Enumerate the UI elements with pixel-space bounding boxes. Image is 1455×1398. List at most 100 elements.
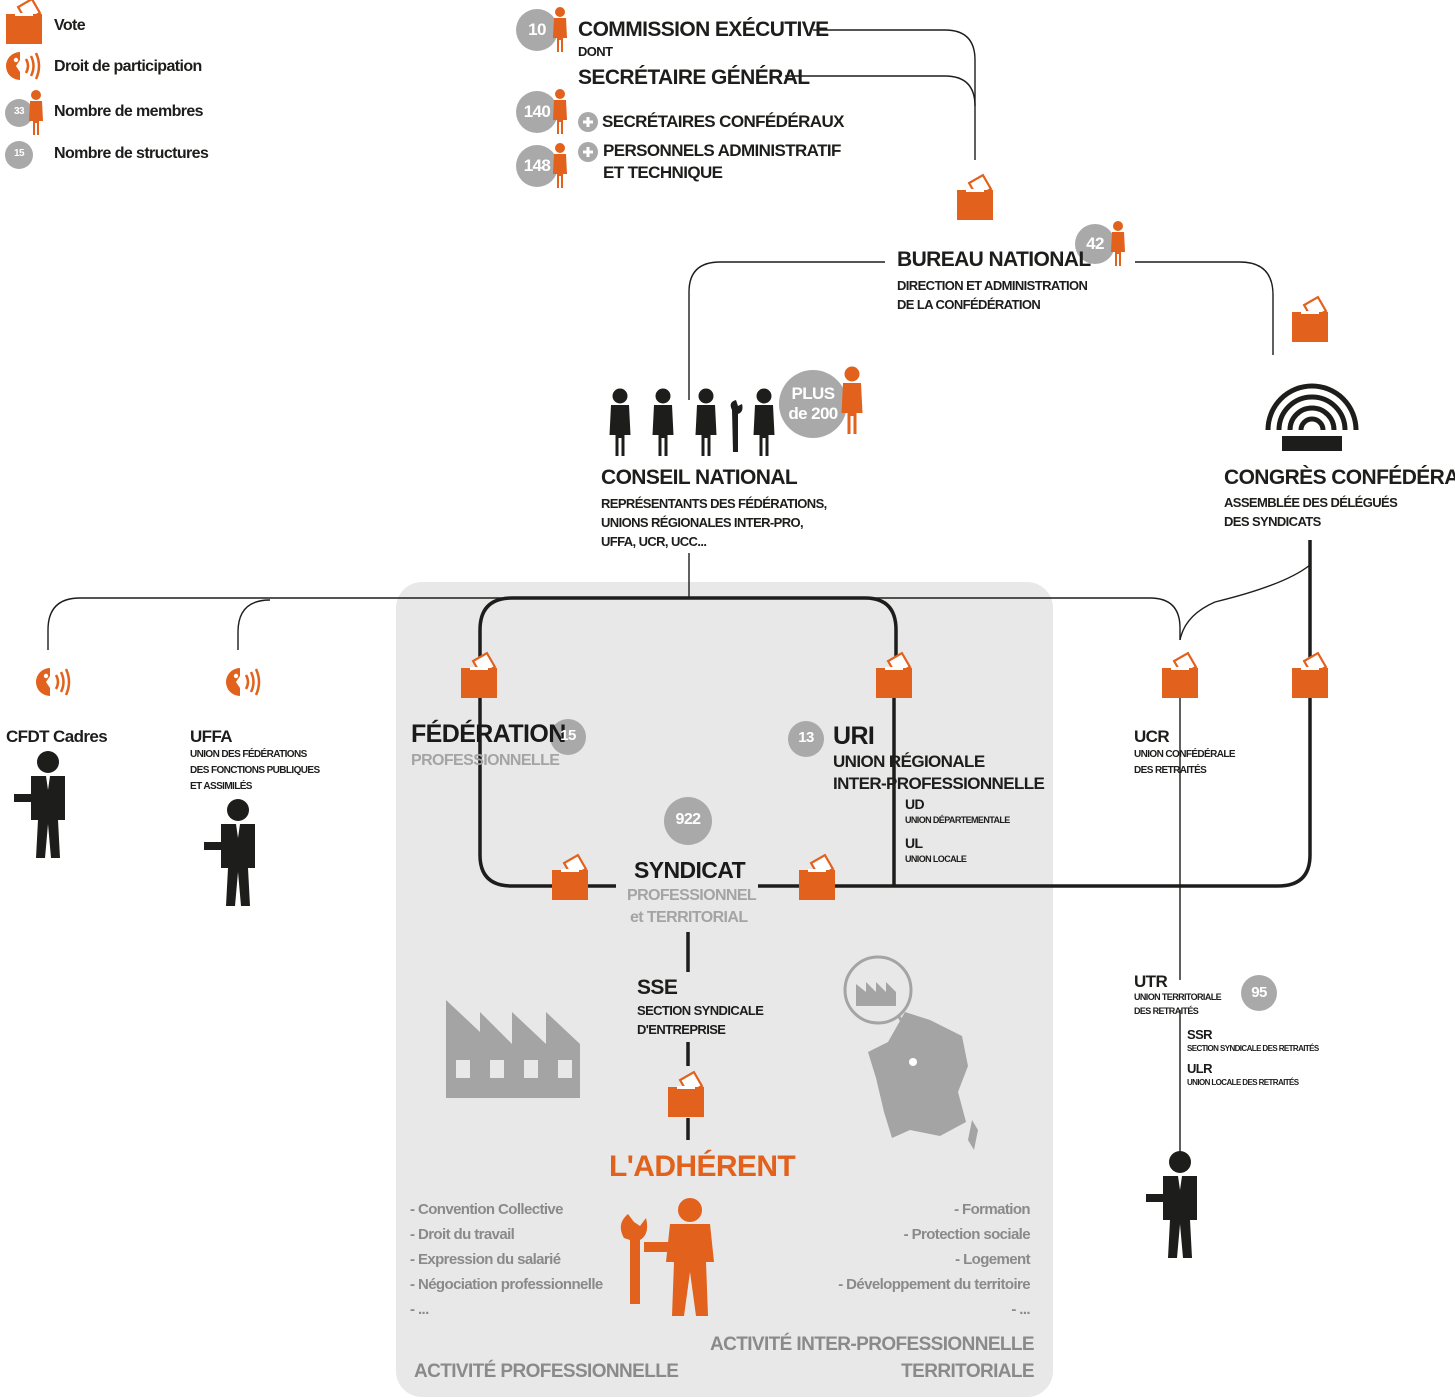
conseil-sub3: UFFA, UCR, UCC... <box>601 534 707 549</box>
thin-connectors <box>47 29 1311 1160</box>
right-list-item: - ... <box>1011 1301 1030 1318</box>
speaker-icon <box>224 666 261 698</box>
legend-droit-label: Droit de participation <box>54 58 202 75</box>
bureau-sub2: DE LA CONFÉDÉRATION <box>897 297 1041 312</box>
right-list-item: - Protection sociale <box>903 1226 1031 1243</box>
conseil-people-icon <box>609 388 775 456</box>
activite-inter-line2: TERRITORIALE <box>901 1361 1034 1382</box>
federation-badge: 15 <box>560 727 576 744</box>
conseil-sub1: REPRÉSENTANTS DES FÉDÉRATIONS, <box>601 496 827 511</box>
bureau-title: BUREAU NATIONAL <box>897 248 1091 271</box>
syndicat-sub2: et TERRITORIAL <box>630 909 748 926</box>
vote-icon <box>1290 295 1330 344</box>
right-list-item: - Formation <box>954 1201 1031 1218</box>
ucr-sub2: DES RETRAITÉS <box>1134 765 1207 776</box>
commission-title: COMMISSION EXÉCUTIVE <box>578 18 829 41</box>
cadres-person-icon <box>14 751 65 858</box>
activite-professionnelle: ACTIVITÉ PROFESSIONNELLE <box>414 1361 679 1382</box>
vote-icon <box>1160 651 1200 700</box>
ucr-sub1: UNION CONFÉDÉRALE <box>1134 749 1236 760</box>
uri-title: URI <box>833 722 875 750</box>
legend-vote-label: Vote <box>54 17 86 34</box>
factory-icon <box>446 1000 580 1098</box>
conseil-badge-line2: de 200 <box>788 404 838 423</box>
legend-structures-number: 15 <box>14 148 25 159</box>
syndicat-sub1: PROFESSIONNEL <box>627 887 757 904</box>
sse-sub1: SECTION SYNDICALE <box>637 1003 764 1018</box>
commission-badge: 10 <box>528 20 546 39</box>
bureau-badge: 42 <box>1086 234 1104 253</box>
uri-sub1: UNION RÉGIONALE <box>833 752 985 771</box>
conseil-sub2: UNIONS RÉGIONALES INTER-PRO, <box>601 515 804 530</box>
uffa-sub2: DES FONCTIONS PUBLIQUES <box>190 765 320 776</box>
legend-members-badge <box>5 99 33 127</box>
legend-structures-label: Nombre de structures <box>54 145 209 162</box>
vote-icon <box>955 173 995 222</box>
adherent-worker-icon <box>620 1198 714 1316</box>
sse-sub2: D'ENTREPRISE <box>637 1022 726 1037</box>
syndicat-badge: 922 <box>675 811 702 828</box>
person-icon <box>29 90 43 135</box>
ud-title: UD <box>905 796 925 812</box>
congres-title: CONGRÈS CONFÉDÉRAL <box>1224 466 1455 489</box>
legend-speaker-icon <box>4 50 41 82</box>
personnels-line1: PERSONNELS ADMINISTRATIF <box>603 141 841 160</box>
personnels-badge: 148 <box>523 156 551 175</box>
left-list-item: - Expression du salarié <box>410 1251 561 1268</box>
ssr-sub: SECTION SYNDICALE DES RETRAITÉS <box>1187 1044 1319 1053</box>
uffa-person-icon <box>204 799 255 906</box>
person-icon <box>841 366 863 434</box>
left-list-item: - Convention Collective <box>410 1201 563 1218</box>
congres-sub1: ASSEMBLÉE DES DÉLÉGUÉS <box>1224 495 1398 510</box>
secretaires-badge: 140 <box>523 102 551 121</box>
conseil-badge-line1: PLUS <box>791 384 836 403</box>
uffa-sub3: ET ASSIMILÉS <box>190 781 252 792</box>
secretaires-confederaux: SECRÉTAIRES CONFÉDÉRAUX <box>602 112 844 131</box>
legend-members-label: Nombre de membres <box>54 103 204 120</box>
thick-connectors <box>478 540 1312 1140</box>
retraite-person-icon <box>1146 1151 1197 1258</box>
france-map-icon <box>843 955 978 1150</box>
congres-icon <box>1265 383 1359 431</box>
personnels-line2: ET TECHNIQUE <box>603 163 723 182</box>
federation-sub: PROFESSIONNELLE <box>411 752 560 769</box>
sse-title: SSE <box>637 976 678 999</box>
legend-vote-icon <box>4 0 44 46</box>
uri-badge: 13 <box>798 729 814 746</box>
activite-inter-line1: ACTIVITÉ INTER-PROFESSIONNELLE <box>709 1334 1035 1355</box>
right-list-item: - Logement <box>955 1251 1030 1268</box>
ssr-title: SSR <box>1187 1027 1213 1042</box>
left-list-item: - Négociation professionnelle <box>410 1276 603 1293</box>
conseil-title: CONSEIL NATIONAL <box>601 466 798 489</box>
congres-sub2: DES SYNDICATS <box>1224 514 1321 529</box>
utr-badge: 95 <box>1251 984 1267 1001</box>
left-list-item: - ... <box>410 1301 429 1318</box>
bureau-sub1: DIRECTION ET ADMINISTRATION <box>897 278 1088 293</box>
commission-dont: DONT <box>578 44 613 59</box>
utr-sub1: UNION TERRITORIALE <box>1134 992 1222 1002</box>
uri-sub2: INTER-PROFESSIONNELLE <box>833 774 1045 793</box>
uffa-title: UFFA <box>190 727 233 746</box>
left-list-item: - Droit du travail <box>410 1226 515 1243</box>
legend-members-number: 33 <box>14 106 25 117</box>
ul-sub: UNION LOCALE <box>905 854 967 864</box>
adherent-title: L'ADHÉRENT <box>609 1150 796 1183</box>
ul-title: UL <box>905 835 923 851</box>
ucr-title: UCR <box>1134 727 1170 746</box>
federation-title: FÉDÉRATION <box>411 720 566 748</box>
utr-sub2: DES RETRAITÉS <box>1134 1006 1199 1016</box>
secretaire-general: SECRÉTAIRE GÉNÉRAL <box>578 66 810 89</box>
ulr-sub: UNION LOCALE DES RETRAITÉS <box>1187 1078 1299 1087</box>
ulr-title: ULR <box>1187 1061 1213 1076</box>
cfdt-cadres-title: CFDT Cadres <box>6 727 108 746</box>
uffa-sub1: UNION DES FÉDÉRATIONS <box>190 749 307 760</box>
syndicat-title: SYNDICAT <box>634 857 746 883</box>
utr-title: UTR <box>1134 972 1168 991</box>
speaker-icon <box>34 666 71 698</box>
legend-structures-badge <box>5 141 33 169</box>
ud-sub: UNION DÉPARTEMENTALE <box>905 815 1010 825</box>
vote-icon <box>1290 651 1330 700</box>
right-list-item: - Développement du territoire <box>838 1276 1030 1293</box>
central-panel <box>396 582 1053 1397</box>
